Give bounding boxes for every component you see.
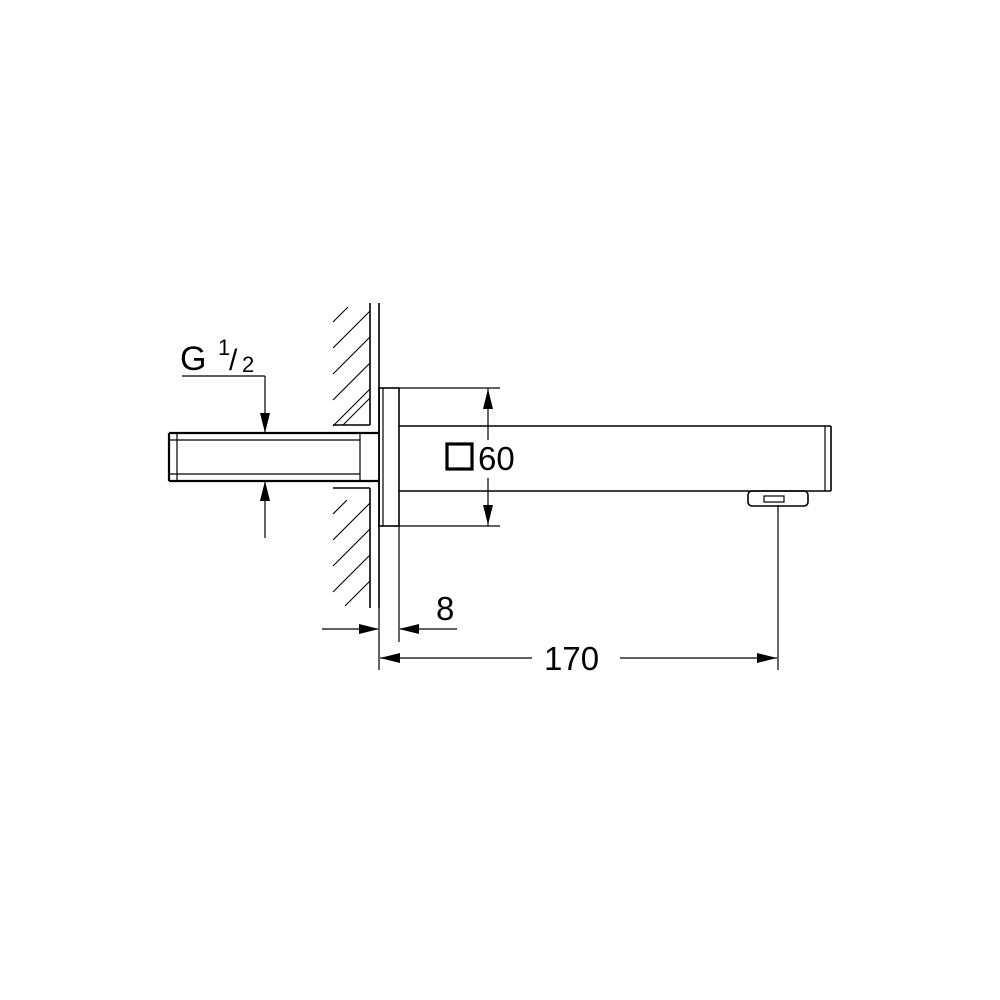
projection-dimension: 170 bbox=[378, 505, 779, 677]
thread-label-denominator: 2 bbox=[242, 352, 254, 377]
threaded-connector bbox=[167, 424, 379, 489]
square-size-label: 60 bbox=[478, 440, 515, 477]
depth-arrow-right bbox=[399, 624, 419, 634]
thread-dimension: G 1 / 2 bbox=[180, 335, 270, 538]
thread-arrow-bottom bbox=[260, 481, 270, 501]
square-symbol-icon bbox=[445, 442, 474, 471]
thread-arrow-top bbox=[260, 413, 270, 433]
rosette-depth-label: 8 bbox=[436, 590, 454, 627]
rosette-plate bbox=[378, 387, 400, 527]
wall-hatching bbox=[332, 306, 371, 607]
square-arrow-top bbox=[483, 389, 493, 409]
projection-arrow-left bbox=[380, 653, 400, 663]
spout-body bbox=[399, 425, 832, 492]
projection-arrow-right bbox=[757, 653, 777, 663]
depth-arrow-left bbox=[359, 624, 379, 634]
aerator-outlet bbox=[747, 490, 809, 507]
thread-label-numerator: 1 bbox=[218, 335, 230, 360]
thread-label-slash: / bbox=[229, 344, 238, 377]
rosette-depth-dimension: 8 bbox=[322, 526, 457, 642]
square-arrow-bottom bbox=[483, 505, 493, 525]
thread-label-letter: G bbox=[180, 340, 206, 378]
square-dimension: 60 bbox=[399, 387, 515, 527]
projection-length-label: 170 bbox=[544, 640, 599, 677]
wall-surface bbox=[369, 303, 380, 608]
